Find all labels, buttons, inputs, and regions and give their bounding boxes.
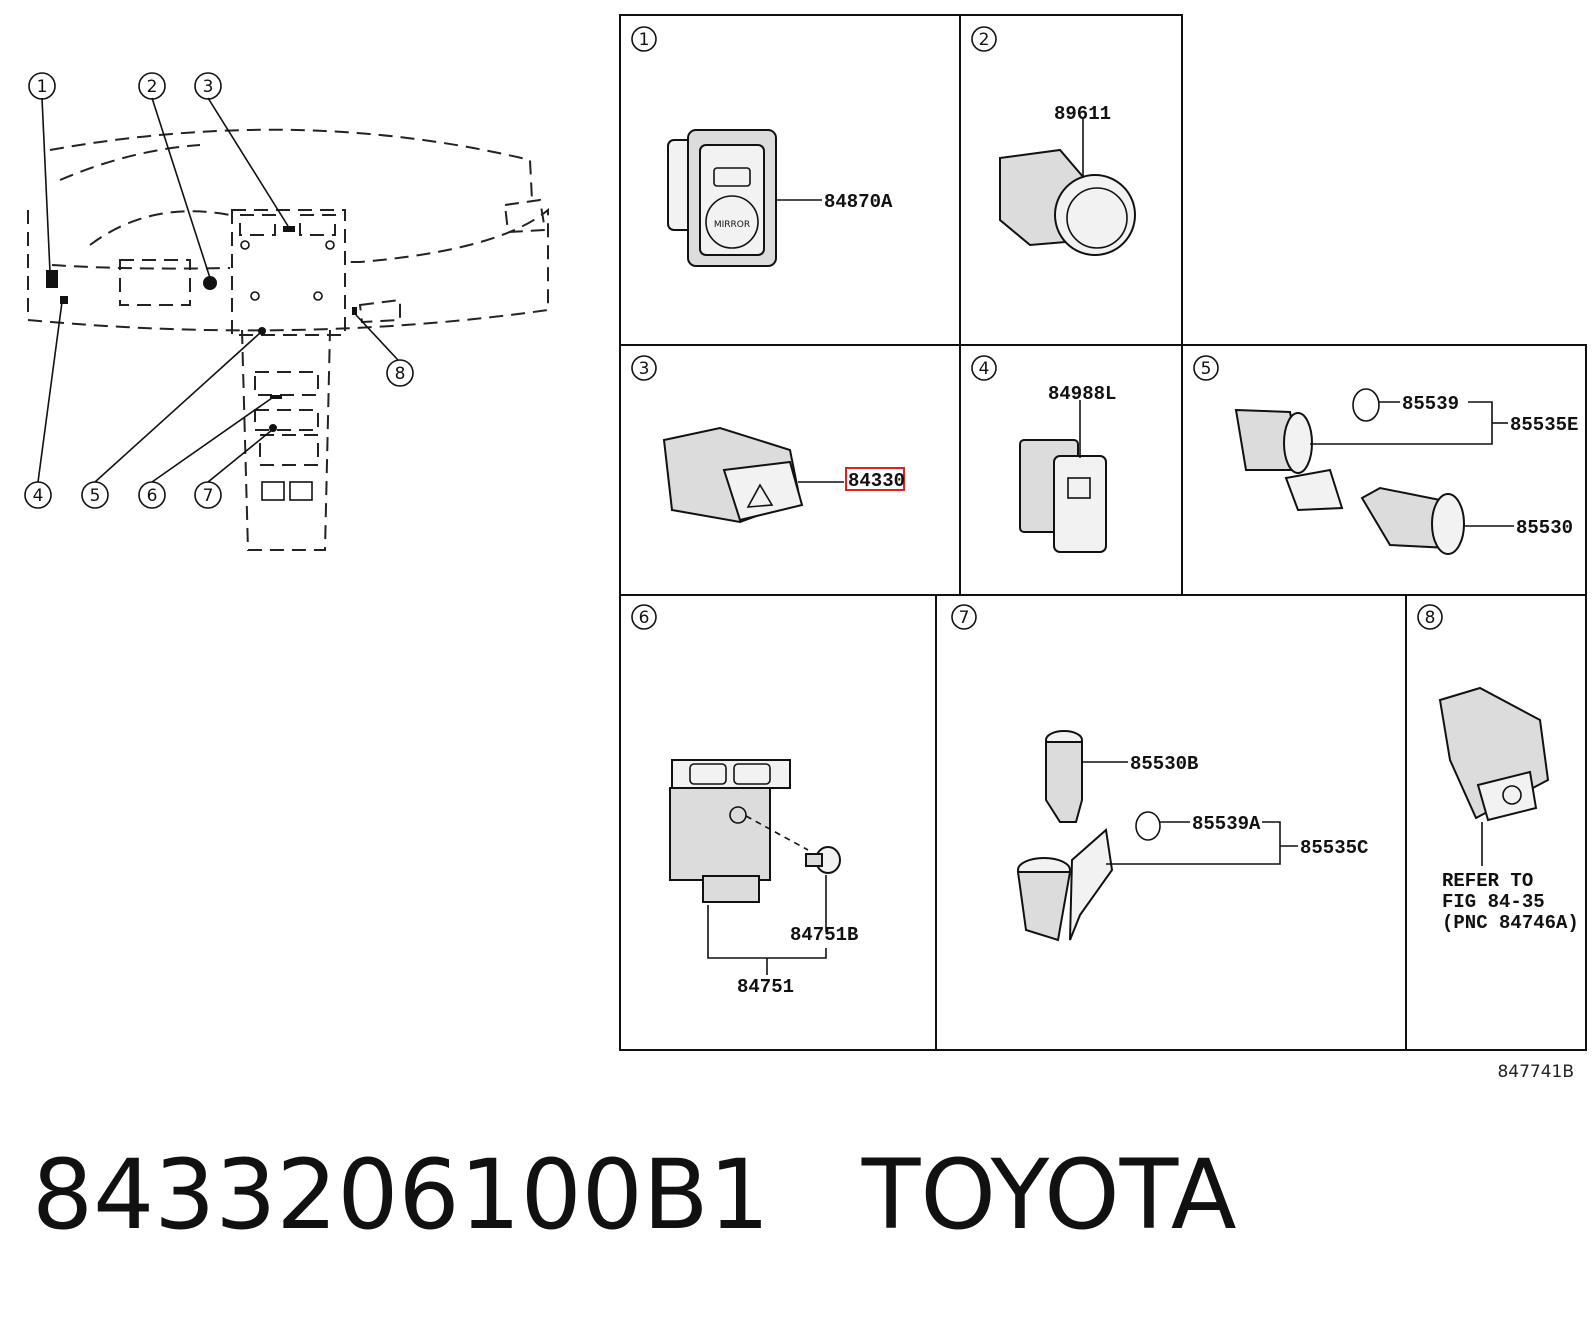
svg-text:7: 7 [959, 608, 970, 628]
ashtray-ring-icon [1135, 811, 1161, 841]
part-number: 8433206100B1 [32, 1139, 770, 1251]
panel-1: 1 MIRROR 84870A [631, 26, 893, 267]
panel-8: 8 REFER TO FIG 84-35 (PNC 84746A) [1417, 604, 1579, 934]
brand-name: TOYOTA [861, 1139, 1237, 1251]
svg-text:85530: 85530 [1516, 517, 1573, 539]
svg-text:85539: 85539 [1402, 393, 1459, 415]
svg-text:MIRROR: MIRROR [714, 220, 750, 230]
svg-text:1: 1 [639, 30, 650, 50]
callout-4: 4 [24, 481, 52, 509]
svg-text:1: 1 [37, 77, 48, 97]
vsc-off-switch-icon [1019, 439, 1107, 553]
panel-grid [619, 14, 1587, 1051]
dashboard-overview: 1 2 3 4 5 6 7 8 [24, 72, 549, 551]
clip-screw-icon [805, 846, 841, 874]
panel-4: 4 84988L [971, 355, 1116, 553]
hazard-switch-icon [662, 426, 804, 524]
svg-text:5: 5 [1201, 359, 1212, 379]
svg-text:85535C: 85535C [1300, 837, 1368, 859]
svg-text:2: 2 [147, 77, 158, 97]
callout-5: 5 [81, 481, 109, 509]
svg-text:84751: 84751 [737, 976, 794, 998]
callout-1: 1 [28, 72, 56, 100]
panel-2: 2 89611 [971, 26, 1136, 256]
svg-text:85539A: 85539A [1192, 813, 1261, 835]
svg-text:85530B: 85530B [1130, 753, 1198, 775]
callout-2: 2 [138, 72, 166, 100]
svg-text:8: 8 [395, 364, 406, 384]
engine-start-button-icon [999, 148, 1136, 256]
highlighted-part-box [845, 467, 905, 491]
svg-text:84870A: 84870A [824, 191, 893, 213]
figure-code: 847741B [1497, 1062, 1574, 1082]
svg-text:5: 5 [90, 486, 101, 506]
svg-text:84751B: 84751B [790, 924, 858, 946]
panel-5: 5 85539 85535E 85530 [1193, 355, 1578, 555]
svg-text:7: 7 [203, 486, 214, 506]
svg-text:6: 6 [147, 486, 158, 506]
seat-heater-switch-icon [669, 759, 791, 903]
usb-port-icon [1438, 686, 1550, 822]
svg-text:84988L: 84988L [1048, 383, 1116, 405]
svg-text:REFER TO: REFER TO [1442, 870, 1533, 892]
footer-caption: 8433206100B1 TOYOTA [32, 1130, 1332, 1260]
power-outlet-socket-icon [1234, 408, 1344, 512]
panel-3: 3 84330 [631, 355, 905, 524]
highlighted-part-label: 84330 [848, 470, 905, 492]
panel-7: 7 85530B 85539A 85535C [951, 604, 1368, 942]
power-outlet-plug-icon [1360, 486, 1465, 555]
panel-6: 6 84751B 84751 [631, 604, 858, 998]
svg-text:FIG 84-35: FIG 84-35 [1442, 891, 1545, 913]
svg-text:85535E: 85535E [1510, 414, 1578, 436]
svg-text:3: 3 [639, 359, 650, 379]
svg-text:89611: 89611 [1054, 103, 1111, 125]
svg-text:8: 8 [1425, 608, 1436, 628]
svg-text:2: 2 [979, 30, 990, 50]
callout-7: 7 [194, 481, 222, 509]
callout-6: 6 [138, 481, 166, 509]
mirror-switch-icon: MIRROR [667, 129, 777, 267]
svg-text:6: 6 [639, 608, 650, 628]
cigarette-lighter-icon [1045, 730, 1083, 823]
svg-text:4: 4 [979, 359, 990, 379]
callout-8: 8 [386, 359, 414, 387]
callout-3: 3 [194, 72, 222, 100]
svg-text:4: 4 [33, 486, 44, 506]
svg-text:(PNC 84746A): (PNC 84746A) [1442, 912, 1579, 934]
ashtray-socket-icon [1016, 828, 1114, 942]
svg-text:3: 3 [203, 77, 214, 97]
cap-ring-icon [1352, 388, 1380, 422]
